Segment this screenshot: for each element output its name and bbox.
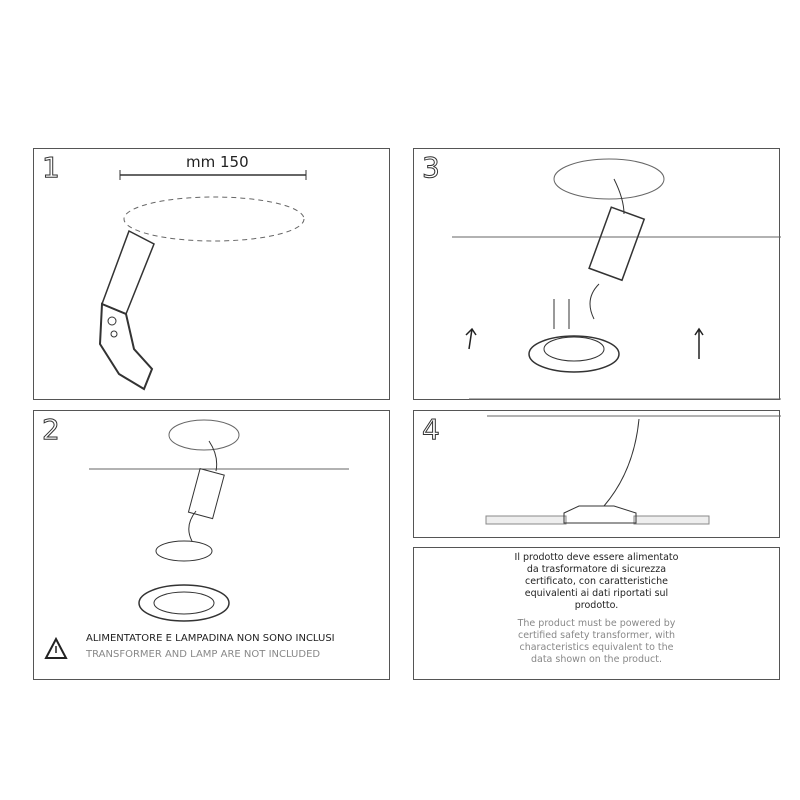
note-italian: Il prodotto deve essere alimentato da tr… — [514, 552, 679, 611]
saw-cutting-illustration — [98, 170, 307, 391]
step-4-panel: 4 — [413, 410, 781, 538]
step-3-panel: 3 — [413, 148, 781, 400]
installed-illustration — [485, 415, 781, 525]
step-number: 1 — [42, 151, 61, 185]
step-number: 4 — [422, 413, 441, 447]
step-number: 3 — [422, 151, 441, 185]
measure-label: mm 150 — [186, 153, 249, 171]
step-1-panel: 1 mm 150 — [33, 148, 390, 400]
note-english: The product must be powered by certified… — [517, 618, 676, 665]
step-number: 2 — [42, 413, 61, 447]
warning-italian: ALIMENTATORE E LAMPADINA NON SONO INCLUS… — [86, 633, 335, 644]
warning-english: TRANSFORMER AND LAMP ARE NOT INCLUDED — [86, 649, 321, 660]
transformer-lamp-illustration — [44, 419, 349, 659]
install-illustration — [452, 158, 781, 400]
note-panel: Il prodotto deve essere alimentato da tr… — [413, 547, 780, 680]
step-2-panel: 2 ALIMENTATORE E LAMPADINA NON SONO INCL… — [33, 410, 390, 680]
